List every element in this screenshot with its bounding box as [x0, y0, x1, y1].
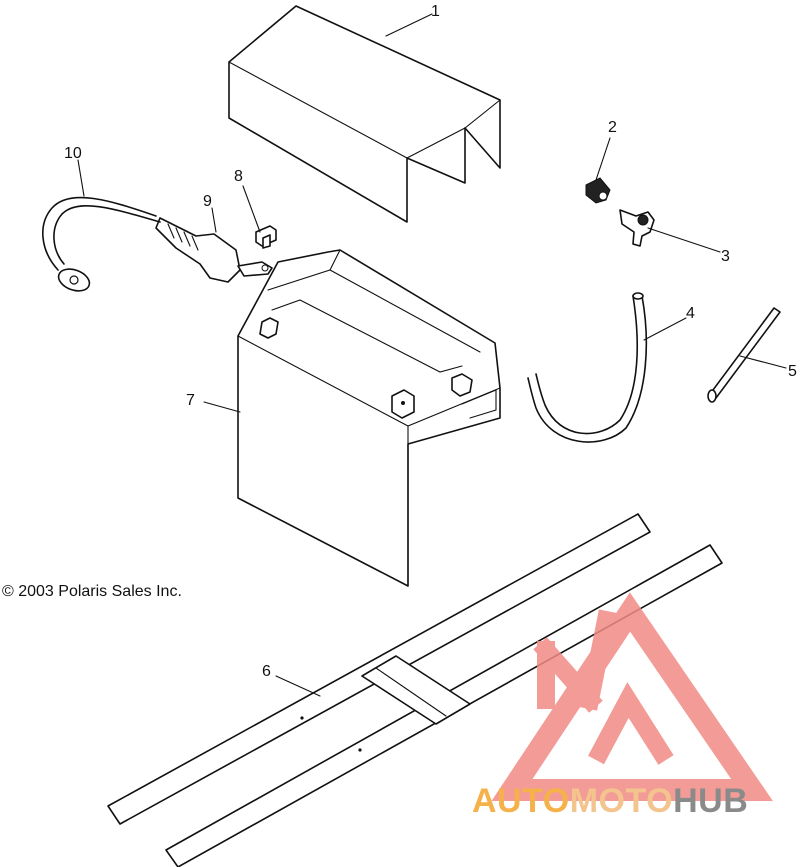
copyright-text: © 2003 Polaris Sales Inc. [2, 583, 182, 600]
watermark-text: AUTOMOTOHUB [472, 782, 748, 821]
battery-cover [228, 5, 501, 223]
callout-4: 4 [686, 305, 695, 322]
watermark-part-hub: HUB [673, 782, 749, 820]
leader-lines [77, 13, 787, 697]
battery-straps [107, 513, 723, 867]
callouts: 1 2 3 4 5 6 7 8 9 10 [64, 3, 797, 680]
vent-fitting [585, 177, 611, 204]
battery [237, 249, 501, 587]
battery-cable [42, 196, 161, 292]
watermark-part-moto: MOTO [569, 782, 674, 820]
callout-10: 10 [64, 145, 82, 162]
callout-9: 9 [203, 193, 212, 210]
hold-down-rod [707, 307, 781, 403]
callout-8: 8 [234, 168, 243, 185]
watermark-logo [491, 592, 773, 801]
callout-5: 5 [788, 363, 797, 380]
callout-7: 7 [186, 392, 195, 409]
terminal-boot [155, 217, 273, 283]
callout-3: 3 [721, 248, 730, 265]
callout-6: 6 [262, 663, 271, 680]
callout-1: 1 [431, 3, 440, 20]
watermark-part-auto: AUTO [472, 782, 570, 820]
terminal-bolt [255, 225, 277, 249]
callout-2: 2 [608, 119, 617, 136]
vent-tee [619, 209, 655, 247]
vent-hose [527, 292, 648, 443]
